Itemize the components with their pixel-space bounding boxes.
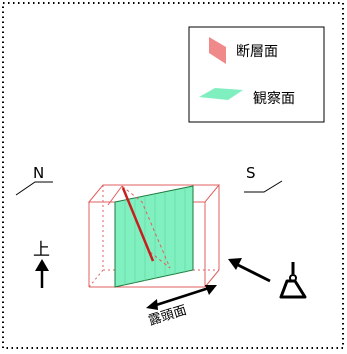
legend: 断層面 観察面 bbox=[188, 26, 325, 123]
box-wireframe bbox=[87, 184, 221, 288]
observer-arrow bbox=[228, 258, 271, 283]
up-indicator: 上 bbox=[33, 240, 50, 288]
eye-symbol-icon bbox=[279, 262, 307, 299]
dotted-frame bbox=[2, 2, 344, 349]
legend-observation-label: 観察面 bbox=[253, 90, 295, 107]
observer-icon bbox=[279, 262, 307, 299]
south-line bbox=[244, 180, 283, 193]
fault-top-edge bbox=[107, 185, 123, 206]
outcrop-dimension: 露頭面 bbox=[146, 285, 217, 329]
south-label: S bbox=[246, 164, 256, 182]
block bbox=[87, 184, 221, 288]
observer-arrow-head bbox=[228, 258, 242, 270]
north-label: N bbox=[33, 164, 44, 182]
north-line bbox=[15, 181, 53, 196]
outcrop-dimension-line bbox=[149, 285, 213, 309]
up-arrow-head bbox=[35, 259, 49, 271]
eye-point-icon bbox=[289, 274, 297, 282]
fault-trace-line bbox=[121, 187, 155, 262]
outcrop-face bbox=[114, 185, 194, 288]
observer-arrow-shaft bbox=[235, 262, 271, 283]
legend-fault-label: 断層面 bbox=[236, 44, 278, 60]
outcrop-arrow-right bbox=[205, 285, 217, 295]
observation-plane-swatch bbox=[199, 88, 243, 100]
fault-plane-swatch bbox=[209, 37, 226, 64]
south-indicator: S bbox=[244, 164, 283, 193]
north-indicator: N bbox=[15, 164, 53, 196]
outcrop-arrow-left bbox=[146, 299, 158, 310]
up-label: 上 bbox=[33, 240, 50, 260]
